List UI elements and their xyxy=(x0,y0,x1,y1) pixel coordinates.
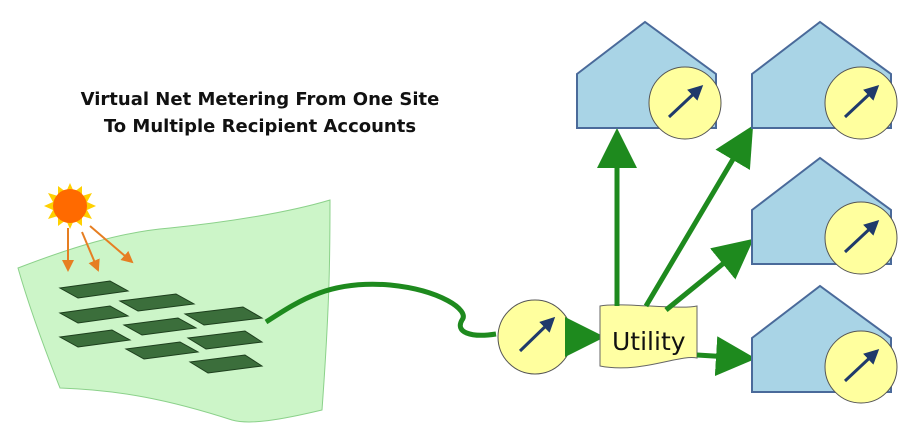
utility-label: Utility xyxy=(612,327,686,356)
house-icon xyxy=(751,156,898,275)
house-icon xyxy=(576,20,722,140)
house-icon xyxy=(751,284,898,404)
arrow-to-house-3 xyxy=(664,238,754,312)
solar-panel-icon xyxy=(58,280,264,374)
title-line-1: Virtual Net Metering From One Site xyxy=(80,89,440,110)
arrow-to-house-2 xyxy=(643,125,754,308)
house-icon xyxy=(751,20,898,140)
arrow-to-house-4 xyxy=(696,336,756,377)
utility-to-house-arrows xyxy=(597,125,756,377)
sun-rays xyxy=(62,225,134,272)
title-line-2: To Multiple Recipient Accounts xyxy=(103,116,417,137)
panel-to-meter-line xyxy=(264,281,497,338)
utility-node: Utility xyxy=(599,304,698,369)
diagram-title: Virtual Net Metering From One Site To Mu… xyxy=(40,86,480,140)
meter-icon xyxy=(497,299,573,375)
document-icon xyxy=(599,304,698,369)
sun-icon xyxy=(44,183,96,229)
